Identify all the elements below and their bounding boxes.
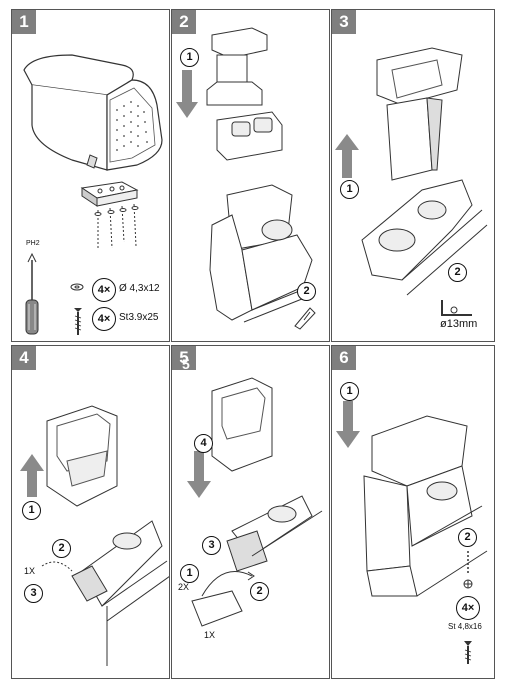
down-arrow-icon (187, 451, 211, 498)
step-1-marker: 1 (180, 48, 199, 67)
armrest-removal-view (176, 27, 313, 323)
screw-spec: St 4,8x16 (448, 622, 482, 631)
up-arrow-icon (20, 454, 44, 497)
up-arrow-icon (335, 134, 359, 178)
panel-3: 3 1 2 ø13mm (331, 9, 495, 342)
step-1-marker: 1 (340, 382, 359, 401)
screw-qty-badge: 4× (92, 307, 116, 331)
step-2-marker: 2 (448, 263, 467, 282)
bracket-mount-view (20, 405, 169, 666)
step-2-marker: 2 (458, 528, 477, 547)
step-3-marker: 3 (24, 584, 43, 603)
armrest-exploded-view (23, 54, 163, 335)
panel-5: 5 5 4 3 1 2 2X 1X (171, 345, 330, 679)
step-2-marker: 2 (250, 582, 269, 601)
final-assembly-view (336, 401, 488, 664)
screwdriver-icon (25, 252, 39, 335)
washer-qty-badge: 4× (92, 278, 116, 302)
step-4-marker: 4 (194, 434, 213, 453)
step-number-badge: 4 (12, 346, 36, 370)
step-number-badge: 6 (332, 346, 356, 370)
step-number-badge: 2 (172, 10, 196, 34)
step-1-marker: 1 (340, 180, 359, 199)
step-1-marker: 1 (22, 501, 41, 520)
screw-spec: St3.9x25 (119, 312, 159, 323)
step-number-badge: 1 (12, 10, 36, 34)
hole-size-label: ø13mm (440, 318, 478, 330)
screw-qty-badge: 4× (456, 596, 480, 620)
qty-label-b: 1X (204, 630, 216, 640)
panel-4: 4 1 2 3 1X (11, 345, 170, 679)
step-3-marker: 3 (202, 536, 221, 555)
panel-6: 6 1 2 4× St 4,8x16 (331, 345, 495, 679)
step-number-badge: 5 (172, 346, 196, 370)
panel-2: 2 1 2 (171, 9, 330, 342)
qty-label: 1X (24, 566, 36, 576)
cutter-icon (294, 307, 316, 330)
step-2-marker: 2 (52, 539, 71, 558)
step-number-badge: 3 (332, 10, 356, 34)
washer-spec: Ø 4,3x12 (119, 283, 160, 294)
step-2-marker: 2 (297, 282, 316, 301)
step-extra-mark: 5 (182, 356, 190, 372)
step-1-marker: 1 (180, 564, 199, 583)
lid-attach-view (187, 377, 323, 627)
panel-1: 1 (11, 9, 170, 342)
down-arrow-icon (176, 70, 198, 118)
qty-label-a: 2X (178, 582, 190, 592)
tool-label: PH2 (26, 240, 40, 247)
down-arrow-icon (336, 401, 360, 448)
hole-drilling-view (335, 47, 488, 316)
